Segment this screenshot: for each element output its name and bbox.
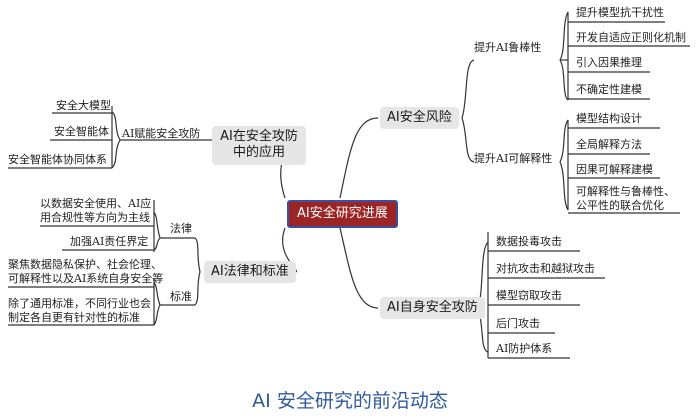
leaf-apply-2[interactable]: 安全智能体 <box>54 125 109 138</box>
subtopic-standard[interactable]: 标准 <box>170 290 192 303</box>
leaf-apply-3[interactable]: 安全智能体协同体系 <box>8 153 107 166</box>
subtopic-law[interactable]: 法律 <box>170 222 192 235</box>
leaf-robust-4[interactable]: 不确定性建模 <box>576 83 642 96</box>
leaf-standard-1[interactable]: 聚焦数据隐私保护、社会伦理、可解释性以及AI系统自身安全等 <box>8 258 164 285</box>
leaf-law-2[interactable]: 加强AI责任界定 <box>70 235 149 248</box>
central-topic[interactable]: AI安全研究进展 <box>287 200 398 229</box>
figure-caption: AI 安全研究的前沿动态 <box>252 390 448 412</box>
leaf-standard-2[interactable]: 除了通用标准，不同行业也会制定各自更有针对性的标准 <box>8 297 151 324</box>
leaf-apply-1[interactable]: 安全大模型 <box>56 99 111 112</box>
leaf-robust-2[interactable]: 开发自适应正则化机制 <box>576 31 686 44</box>
subtopic-robustness[interactable]: 提升AI鲁棒性 <box>474 41 542 54</box>
leaf-self-2[interactable]: 对抗攻击和越狱攻击 <box>496 262 595 275</box>
subtopic-explainability[interactable]: 提升AI可解释性 <box>474 152 553 165</box>
leaf-robust-1[interactable]: 提升模型抗干扰性 <box>576 6 664 19</box>
leaf-explain-4[interactable]: 可解释性与鲁棒性、公平性的联合优化 <box>576 185 675 212</box>
leaf-explain-1[interactable]: 模型结构设计 <box>576 112 642 125</box>
subtopic-ai-empowered[interactable]: AI赋能安全攻防 <box>122 127 201 140</box>
leaf-self-5[interactable]: AI防护体系 <box>496 342 553 355</box>
branch-ai-in-security[interactable]: AI在安全攻防中的应用 <box>212 126 306 165</box>
branch-ai-self-security[interactable]: AI自身安全攻防 <box>380 297 485 320</box>
leaf-self-3[interactable]: 模型窃取攻击 <box>496 289 562 302</box>
branch-ai-security-risk[interactable]: AI安全风险 <box>380 107 459 130</box>
leaf-self-1[interactable]: 数据投毒攻击 <box>496 235 562 248</box>
leaf-self-4[interactable]: 后门攻击 <box>496 317 540 330</box>
leaf-robust-3[interactable]: 引入因果推理 <box>576 56 642 69</box>
leaf-explain-3[interactable]: 因果可解释建模 <box>576 163 653 176</box>
leaf-law-1[interactable]: 以数据安全使用、AI应用合规性等方向为主线 <box>40 197 152 224</box>
leaf-explain-2[interactable]: 全局解释方法 <box>576 138 642 151</box>
branch-ai-law-standard[interactable]: AI法律和标准 <box>204 261 296 284</box>
